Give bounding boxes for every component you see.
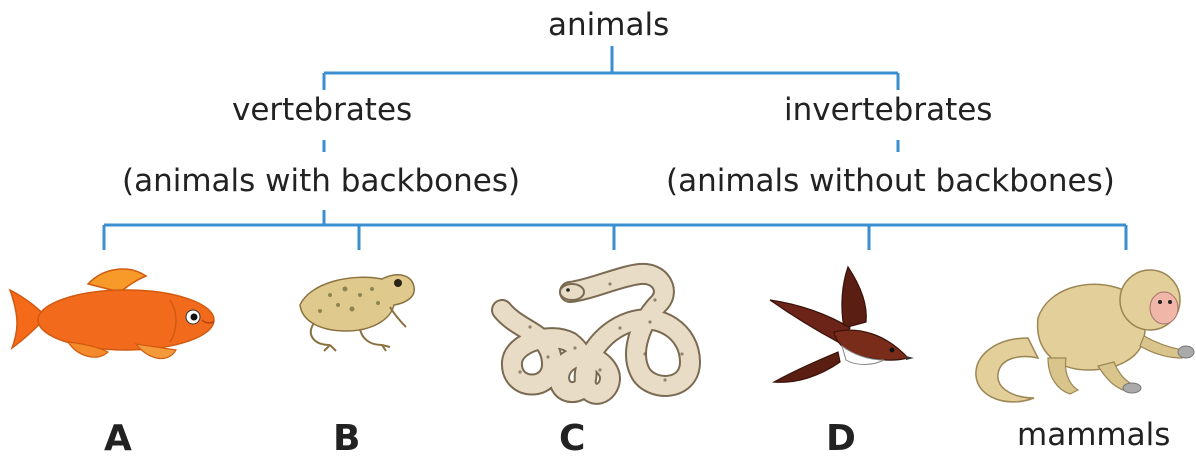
mammals-label: mammals — [1017, 420, 1170, 451]
animal-c-letter: C — [559, 421, 585, 457]
invertebrates-label: invertebrates — [784, 95, 992, 126]
invertebrates-note: (animals without backbones) — [666, 166, 1115, 197]
monkey-icon — [968, 258, 1196, 418]
bird-icon — [768, 262, 916, 392]
vertebrates-label: vertebrates — [232, 95, 412, 126]
vertebrates-note: (animals with backbones) — [122, 166, 520, 197]
fish-icon — [8, 262, 220, 367]
root-label: animals — [548, 10, 669, 41]
animal-d-letter: D — [826, 421, 856, 457]
frog-icon — [290, 265, 420, 355]
animal-b-letter: B — [333, 421, 360, 457]
snake-icon — [490, 262, 705, 407]
animal-a-letter: A — [104, 421, 132, 457]
